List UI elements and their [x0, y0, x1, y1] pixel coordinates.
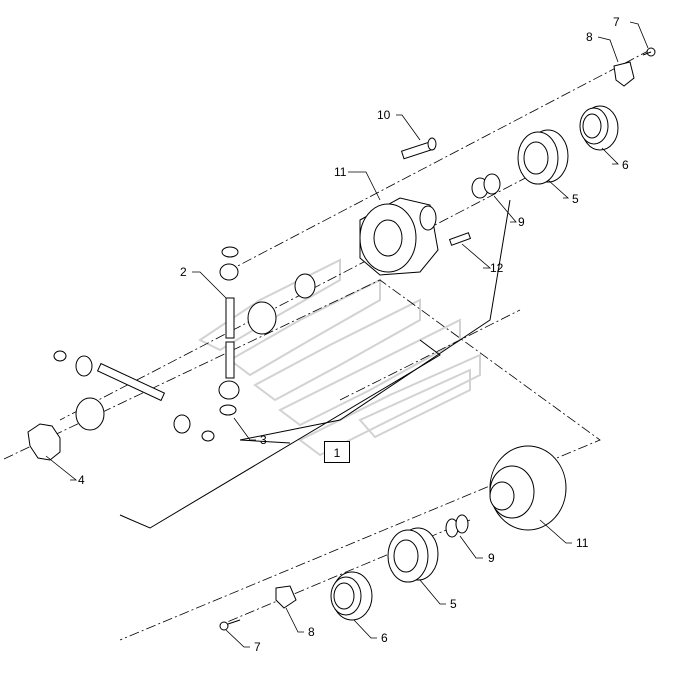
bushing-part-9-bottom — [445, 514, 469, 538]
bolt-part-10 — [400, 137, 437, 160]
callout-8-bottom: 8 — [308, 625, 315, 639]
bolt-part-7-top — [642, 47, 656, 57]
callout-8-top: 8 — [586, 30, 593, 44]
callout-6-bottom: 6 — [381, 631, 388, 645]
callout-11-top: 11 — [334, 165, 347, 179]
bolt-part-7-bottom — [219, 619, 241, 631]
callout-5-top: 5 — [572, 192, 579, 206]
callout-5-bottom: 5 — [450, 597, 457, 611]
callout-7-bottom: 7 — [254, 640, 261, 654]
side-gear-assembly — [53, 350, 215, 442]
adjusting-nut-part-6-bottom — [330, 571, 373, 621]
boundary-lines — [119, 199, 511, 529]
leader-lines — [45, 21, 649, 648]
thrust-washer-part-4 — [27, 423, 61, 461]
differential-case-part-11-top — [359, 197, 439, 276]
callout-9-bottom: 9 — [488, 551, 495, 565]
lock-plate-part-8-bottom — [275, 585, 297, 609]
callout-4: 4 — [78, 473, 85, 487]
callout-2: 2 — [180, 265, 187, 279]
callout-1-box: 1 — [324, 441, 350, 463]
bearing-part-5-top — [517, 129, 569, 185]
watermark-logo — [198, 258, 481, 457]
lock-plate-part-8-top — [613, 61, 635, 87]
callout-11-bottom: 11 — [576, 536, 589, 550]
pin-part-12 — [448, 232, 472, 246]
callout-10: 10 — [377, 108, 391, 122]
adjusting-nut-part-6-top — [579, 105, 619, 151]
bearing-part-5-bottom — [387, 527, 439, 583]
callout-9-top: 9 — [518, 215, 525, 229]
cross-shaft-part-2 — [218, 246, 316, 416]
bushing-part-9-top — [471, 173, 501, 199]
callout-12: 12 — [490, 261, 504, 275]
differential-case-part-11-bottom — [489, 445, 567, 531]
callout-7-top: 7 — [613, 15, 620, 29]
callout-6-top: 6 — [622, 158, 629, 172]
callout-3: 3 — [260, 433, 267, 447]
